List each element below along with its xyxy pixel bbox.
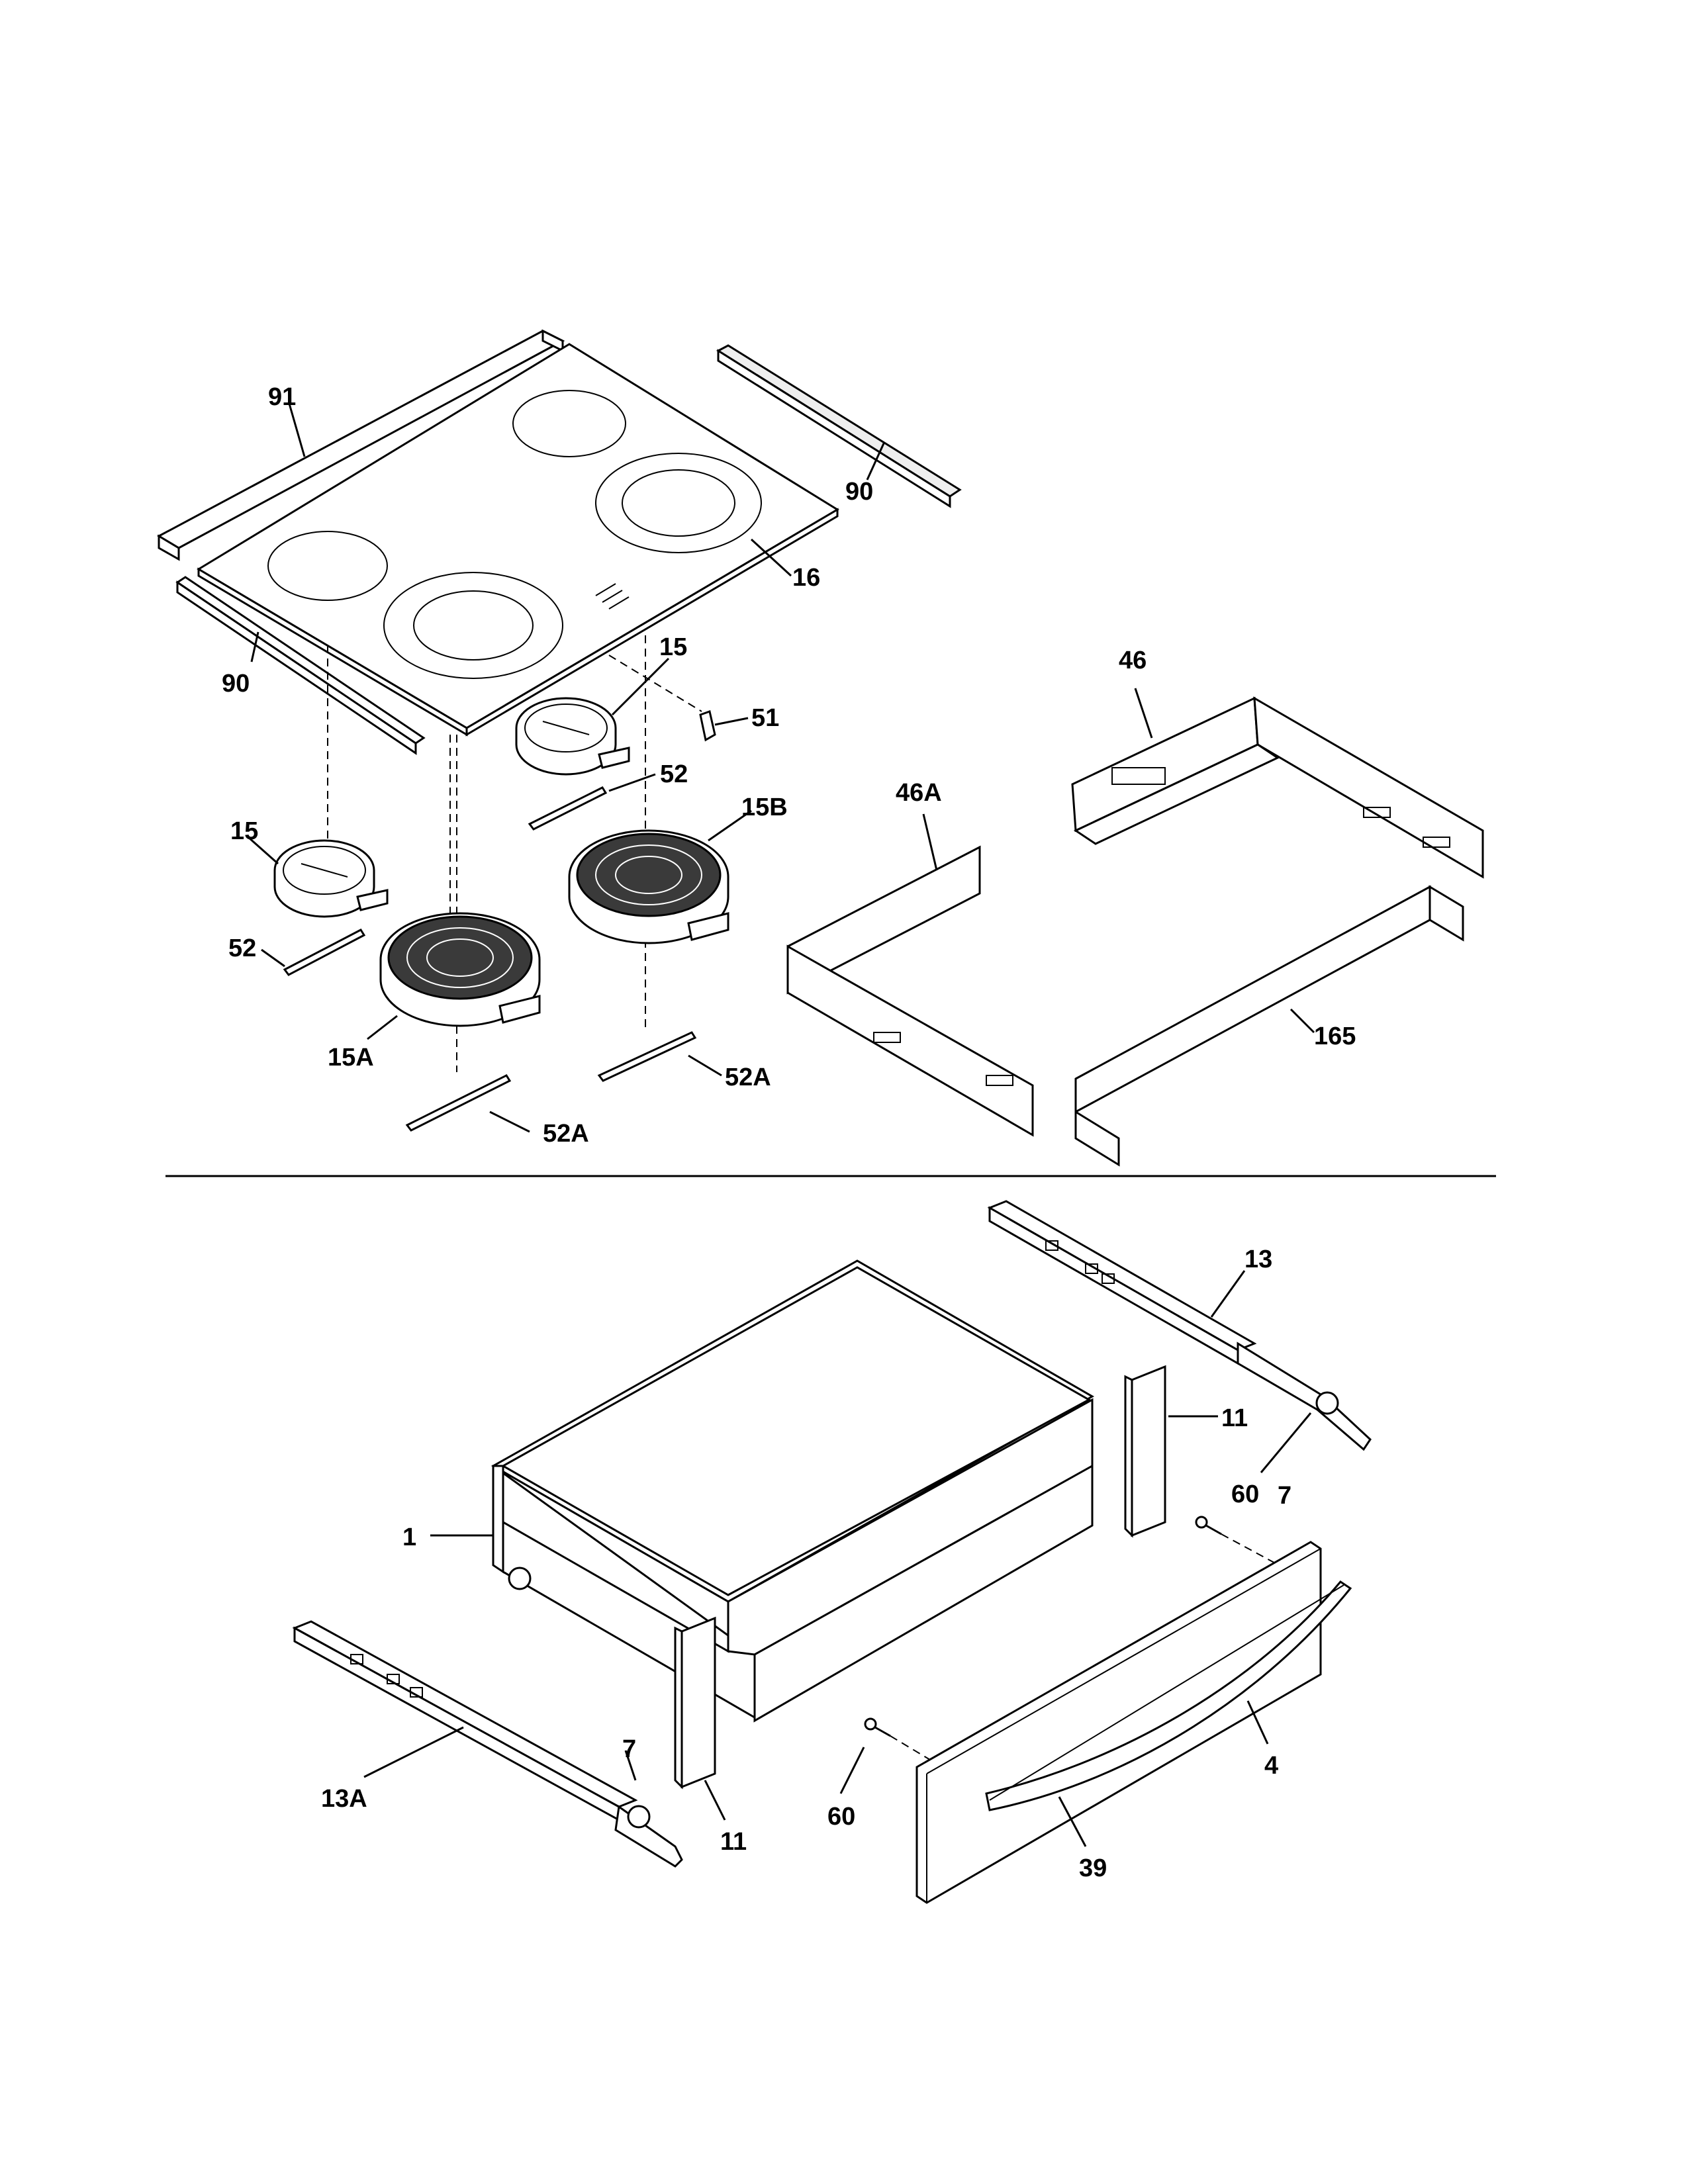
callout-16: 16 — [792, 564, 820, 592]
callout-labels: 91 90 16 90 15 51 52 15 15B 52 15A 52A 5… — [222, 383, 1356, 1882]
strap-part-52-top — [528, 786, 608, 831]
callout-39: 39 — [1079, 1854, 1107, 1882]
leader-lines-bottom — [363, 1270, 1312, 1847]
drawer-bracket-part-11-bottom — [674, 1616, 716, 1790]
support-rail-part-165 — [1074, 885, 1464, 1167]
drawer-body-part-1 — [491, 1259, 1095, 1723]
drawer-handle-part-39 — [985, 1580, 1352, 1811]
strap-part-52-left — [283, 929, 366, 976]
glass-cooktop-part-16 — [197, 343, 839, 737]
callout-52A-right: 52A — [725, 1064, 771, 1091]
front-frame-part-46A — [786, 845, 1034, 1137]
callout-46A: 46A — [896, 779, 942, 807]
callout-91: 91 — [268, 383, 296, 411]
radiant-element-part-15B — [568, 829, 729, 944]
callout-11-right: 11 — [1221, 1404, 1248, 1432]
leader-lines-top — [248, 403, 1315, 1133]
callout-52-top: 52 — [660, 760, 688, 788]
callout-4: 4 — [1264, 1752, 1278, 1780]
callout-13: 13 — [1244, 1246, 1272, 1273]
callout-1: 1 — [402, 1524, 416, 1551]
callout-15-left: 15 — [230, 817, 258, 845]
callout-52-left: 52 — [228, 934, 256, 962]
callout-7-right: 7 — [1278, 1482, 1291, 1510]
surface-element-part-15-top — [515, 697, 630, 776]
screw-part-60-bottom — [864, 1717, 891, 1737]
side-trim-part-90-left — [175, 576, 426, 755]
side-trim-part-90-right — [716, 344, 962, 508]
callout-60-right: 60 — [1231, 1480, 1259, 1508]
drawer-slide-part-13A — [292, 1620, 683, 1868]
strap-part-52A-right — [597, 1031, 697, 1082]
surface-element-part-15-left — [273, 839, 389, 918]
drawer-bracket-part-11-right — [1124, 1365, 1166, 1538]
callout-60-bottom: 60 — [827, 1803, 855, 1831]
callout-46: 46 — [1119, 647, 1147, 674]
rear-frame-part-46 — [1071, 696, 1484, 879]
callout-15-top: 15 — [659, 633, 687, 661]
callout-52A-bottom: 52A — [543, 1120, 589, 1148]
drawer-slide-part-13 — [987, 1200, 1372, 1451]
callout-90-top: 90 — [845, 478, 873, 506]
callout-11-bottom: 11 — [720, 1828, 747, 1856]
callout-51: 51 — [751, 704, 779, 732]
drawer-assembly — [292, 1200, 1372, 1904]
callout-13A: 13A — [321, 1785, 367, 1813]
callout-15A: 15A — [328, 1044, 374, 1071]
screw-part-60-right — [1195, 1516, 1222, 1535]
strap-part-52A-bottom — [405, 1074, 512, 1132]
callout-90-left: 90 — [222, 670, 250, 698]
radiant-element-part-15A — [379, 912, 541, 1027]
terminal-part-51 — [699, 710, 716, 742]
callout-15B: 15B — [741, 794, 788, 821]
cooktop-assembly — [156, 329, 1484, 1167]
callout-7-left: 7 — [622, 1735, 636, 1763]
callout-165: 165 — [1314, 1023, 1356, 1050]
